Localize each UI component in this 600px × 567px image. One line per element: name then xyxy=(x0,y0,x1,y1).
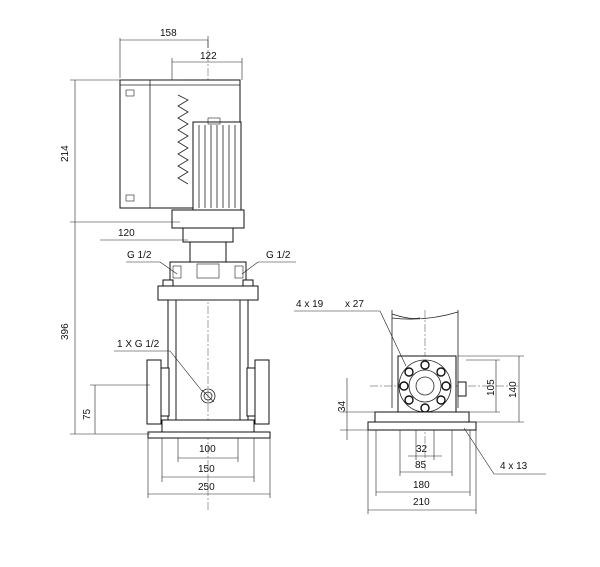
dim-214-label: 214 xyxy=(60,145,71,162)
dim-105: 105 xyxy=(466,359,500,413)
dim-105-label: 105 xyxy=(486,379,497,396)
dim-180-label: 180 xyxy=(413,480,430,491)
dim-250: 250 xyxy=(147,438,271,498)
dim-150: 150 xyxy=(161,438,255,482)
base-holes-callout: 4 x 13 xyxy=(463,427,546,475)
drain-label: 1 X G 1/2 xyxy=(117,339,160,350)
dim-122-label: 122 xyxy=(200,51,217,62)
dim-214: 214 xyxy=(60,79,180,223)
dim-100-label: 100 xyxy=(199,444,216,455)
dim-210-label: 210 xyxy=(413,497,430,508)
dim-396-label: 396 xyxy=(60,323,71,340)
motor-body xyxy=(192,117,242,211)
vent-left-label: G 1/2 xyxy=(127,250,152,261)
side-base xyxy=(367,411,477,431)
dim-34: 34 xyxy=(337,378,378,440)
pump-base xyxy=(147,419,271,439)
motor-flange xyxy=(169,209,247,287)
dim-120: 120 xyxy=(100,228,188,241)
side-view: 4 x 19 x 27 105 140 34 xyxy=(294,299,546,514)
flange-bolts-a-label: 4 x 19 xyxy=(296,299,324,310)
side-flange xyxy=(397,355,467,413)
drain-plug xyxy=(200,388,216,404)
dim-158: 158 xyxy=(119,28,209,78)
vent-right-label: G 1/2 xyxy=(266,250,291,261)
dim-250-label: 250 xyxy=(198,482,215,493)
dim-75-label: 75 xyxy=(82,408,93,420)
dim-32: 32 xyxy=(408,430,442,460)
drain-callout: 1 X G 1/2 xyxy=(114,339,203,392)
dim-158-label: 158 xyxy=(160,28,177,39)
dim-32-label: 32 xyxy=(416,444,428,455)
dim-150-label: 150 xyxy=(198,464,215,475)
dim-140-label: 140 xyxy=(508,381,519,398)
flange-bolt-callout: 4 x 19 x 27 xyxy=(294,299,407,367)
base-holes-label: 4 x 13 xyxy=(500,461,528,472)
dim-396: 396 xyxy=(60,222,150,435)
flange-bolts-b-label: x 27 xyxy=(345,299,364,310)
dim-210: 210 xyxy=(367,430,477,514)
pump-flanges xyxy=(146,359,270,425)
dim-180: 180 xyxy=(375,430,471,496)
dim-140: 140 xyxy=(458,355,524,423)
dim-85: 85 xyxy=(399,430,453,476)
dim-100: 100 xyxy=(177,438,239,462)
dim-120-label: 120 xyxy=(118,228,135,239)
vent-callouts: G 1/2 G 1/2 xyxy=(126,250,296,275)
dim-34-label: 34 xyxy=(337,400,348,412)
pump-head xyxy=(157,279,259,301)
dim-85-label: 85 xyxy=(415,460,427,471)
dim-75: 75 xyxy=(82,384,150,434)
dim-122: 122 xyxy=(171,51,243,80)
pump-sleeve xyxy=(167,299,249,421)
front-view: 158 122 214 120 396 xyxy=(60,28,296,510)
